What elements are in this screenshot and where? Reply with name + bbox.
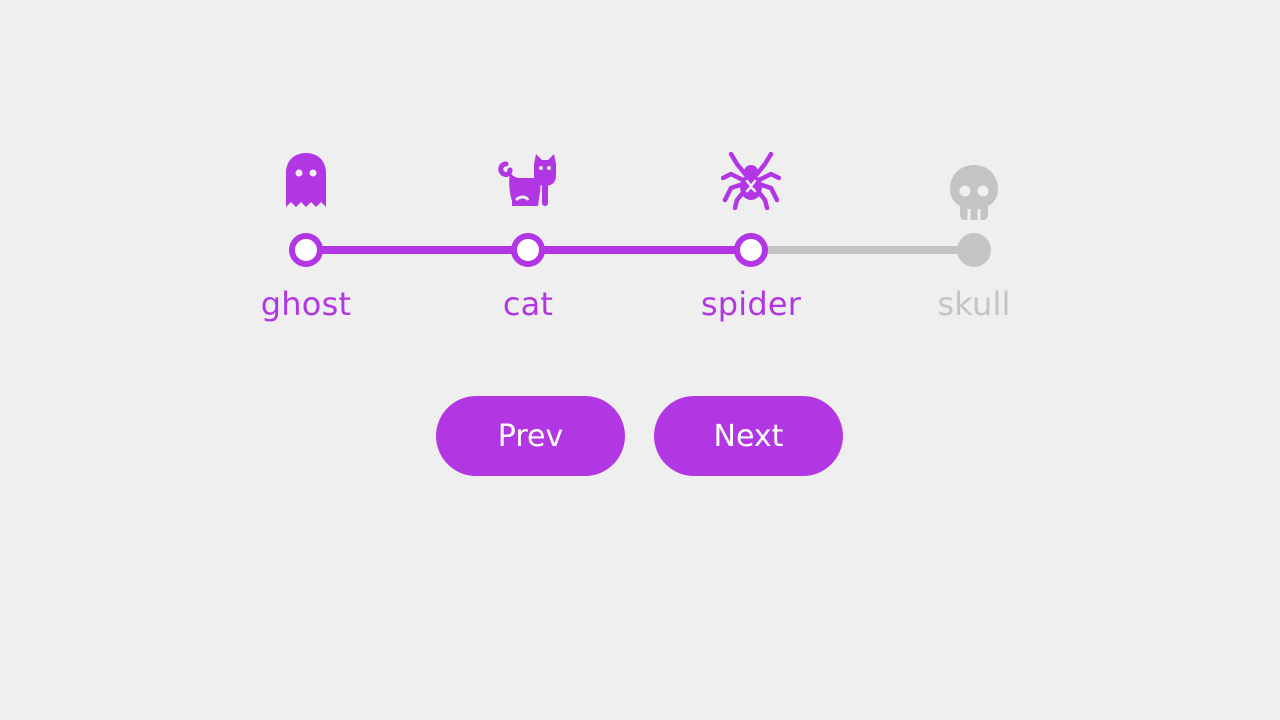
cat-icon [496, 148, 560, 212]
step-label-cat: cat [502, 285, 554, 323]
step-marker-spider [734, 233, 768, 267]
track-segment-complete [306, 246, 528, 254]
step-marker-cat [511, 233, 545, 267]
step-label-spider: spider [700, 285, 802, 323]
spider-icon [719, 148, 783, 212]
skull-icon [942, 160, 1006, 224]
step-marker-skull [957, 233, 991, 267]
prev-button[interactable]: Prev [436, 396, 625, 476]
step-marker-ghost [289, 233, 323, 267]
ghost-icon [274, 148, 338, 212]
step-label-ghost: ghost [260, 285, 352, 323]
step-label-skull: skull [937, 285, 1011, 323]
track-segment-complete [528, 246, 751, 254]
next-button[interactable]: Next [654, 396, 843, 476]
track-segment-upcoming [751, 246, 974, 254]
